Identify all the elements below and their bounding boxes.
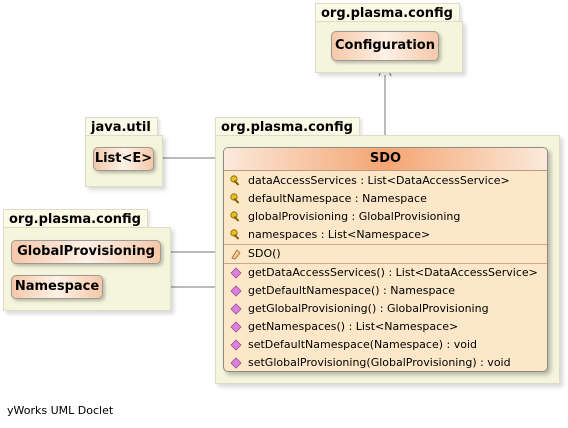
key-icon [230,175,240,186]
class-name: SDO [224,148,547,171]
method-row: getDataAccessServices() : List<DataAcces… [224,264,547,282]
attribute-row: namespaces : List<Namespace> [224,226,547,244]
constructor-icon [231,249,241,260]
class-list[interactable]: List<E> [93,147,154,171]
section-divider [224,244,547,245]
package-name: org.plasma.config [3,209,148,227]
method-row: getDefaultNamespace() : Namespace [224,282,547,300]
package-name: org.plasma.config [215,117,360,135]
method-row: getGlobalProvisioning() : GlobalProvisio… [224,300,547,318]
section-divider [224,263,547,264]
method-icon [230,357,242,369]
class-name: Configuration [335,38,435,53]
method-row: getNamespaces() : List<Namespace> [224,318,547,336]
key-icon [230,193,240,204]
class-name: GlobalProvisioning [17,244,155,259]
class-configuration[interactable]: Configuration [331,31,439,61]
attribute-row: defaultNamespace : Namespace [224,190,547,208]
attribute-row: globalProvisioning : GlobalProvisioning [224,208,547,226]
class-name: List<E> [94,151,153,166]
class-globalprovisioning[interactable]: GlobalProvisioning [11,240,161,264]
attribute-row: dataAccessServices : List<DataAccessServ… [224,172,547,190]
method-icon [230,303,242,315]
footer-credit: yWorks UML Doclet [7,404,114,417]
attributes-section: dataAccessServices : List<DataAccessServ… [224,172,547,371]
method-icon [230,339,242,351]
class-sdo[interactable]: SDO dataAccessServices : List<DataAccess… [223,147,548,372]
constructor-row: SDO() [224,245,547,263]
key-icon [230,229,240,240]
method-icon [230,285,242,297]
package-name: org.plasma.config [315,3,460,21]
method-row: setDefaultNamespace(Namespace) : void [224,336,547,354]
method-row: setGlobalProvisioning(GlobalProvisioning… [224,354,547,371]
method-icon [230,267,242,279]
package-name: java.util [85,117,158,135]
key-icon [230,211,240,222]
class-namespace[interactable]: Namespace [11,275,103,299]
method-icon [230,321,242,333]
class-name: Namespace [14,279,100,294]
